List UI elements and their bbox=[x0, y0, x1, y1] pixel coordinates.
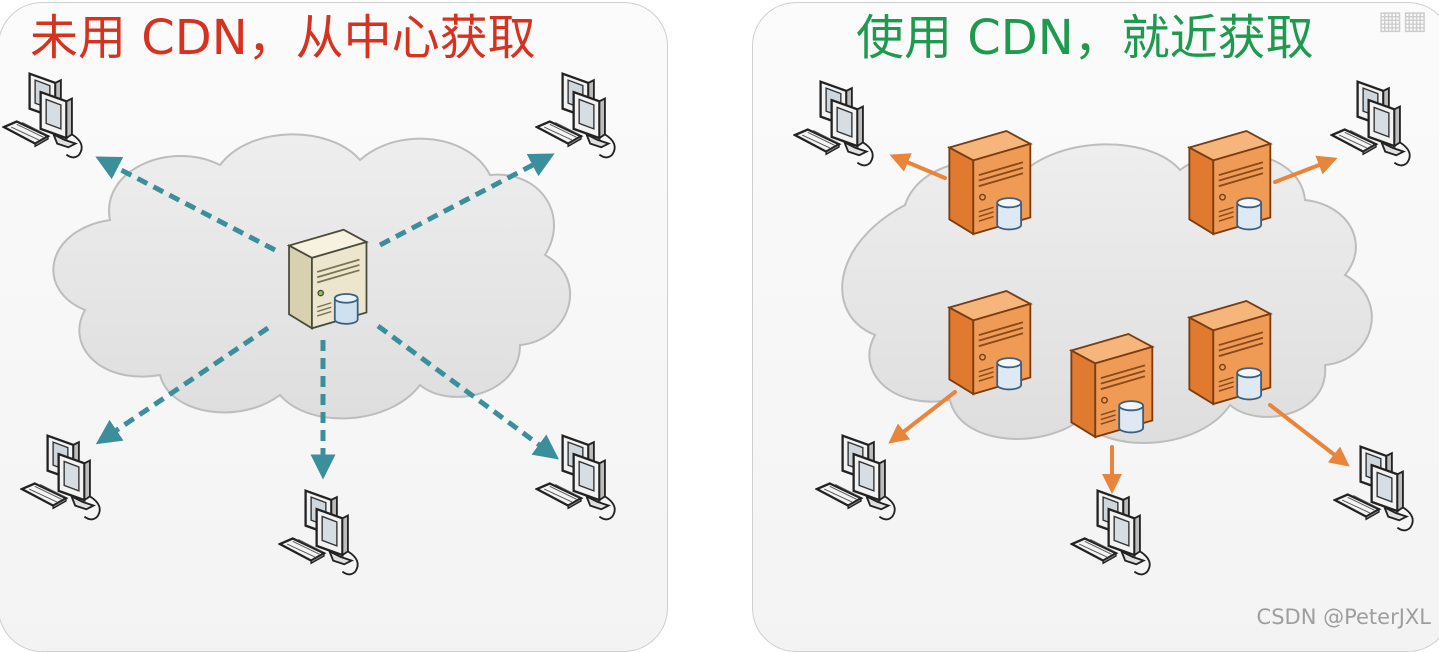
watermark: CSDN @PeterJXL bbox=[1256, 605, 1431, 629]
arrow-to-client-bottom-left bbox=[95, 325, 270, 445]
desktop-computer-icon bbox=[20, 434, 101, 521]
arrow-edge-to-client-top-right bbox=[1273, 155, 1338, 184]
cdn-edge-server-icon bbox=[1188, 130, 1272, 235]
desktop-computer-icon bbox=[278, 489, 359, 576]
title-without-cdn: 未用 CDN，从中心获取 bbox=[30, 10, 536, 66]
bilibili-logo-icon: ▦▦ bbox=[1377, 6, 1427, 36]
server-tower-icon bbox=[288, 228, 368, 330]
desktop-computer-icon bbox=[815, 434, 896, 521]
arrow-to-client-top-left bbox=[95, 156, 277, 253]
cdn-edge-server-icon bbox=[948, 290, 1032, 395]
arrow-to-client-top-right bbox=[378, 153, 555, 248]
arrow-to-client-bottom-right bbox=[376, 323, 560, 460]
desktop-computer-icon bbox=[2, 72, 83, 159]
desktop-computer-icon bbox=[1070, 489, 1151, 576]
desktop-computer-icon bbox=[535, 434, 616, 521]
desktop-computer-icon bbox=[535, 72, 616, 159]
cdn-edge-server-icon bbox=[948, 130, 1032, 235]
arrow-edge-to-client-bottom-left bbox=[888, 390, 957, 444]
arrow-edge-to-client-bottom-right bbox=[1268, 403, 1350, 467]
cdn-edge-server-icon bbox=[1188, 300, 1272, 405]
arrow-edge-to-client-top-left bbox=[889, 153, 947, 180]
desktop-computer-icon bbox=[793, 80, 874, 167]
left-teal-dashed-arrows bbox=[95, 153, 560, 480]
title-with-cdn: 使用 CDN，就近获取 bbox=[856, 10, 1314, 66]
desktop-computer-icon bbox=[1333, 445, 1414, 532]
cdn-edge-server-icon bbox=[1070, 333, 1154, 438]
right-orange-arrows bbox=[888, 153, 1350, 494]
desktop-computer-icon bbox=[1330, 80, 1411, 167]
